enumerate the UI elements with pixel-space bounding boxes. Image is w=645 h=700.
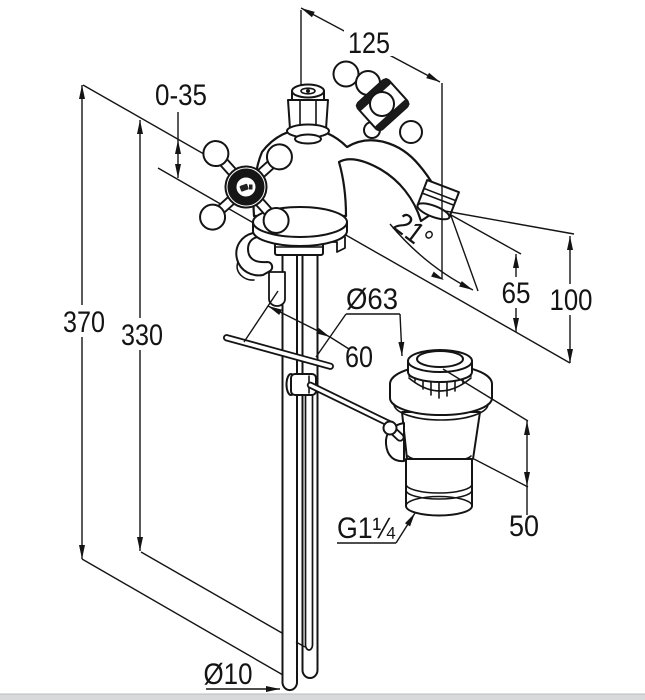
handle-cap-marking — [239, 183, 253, 192]
handle-ball — [199, 203, 227, 231]
dim-rod-length: 330 — [118, 120, 166, 551]
angle-arrowhead — [431, 271, 444, 280]
dim-waste-height-label: 50 — [509, 510, 539, 543]
dim-total-height: 100 — [444, 210, 596, 363]
dim-rod-length-label: 330 — [121, 319, 163, 352]
handle-ball — [202, 140, 230, 168]
page-edge-strip — [0, 693, 645, 700]
lever-ball — [382, 420, 398, 436]
dim-deck-thickness: 0-35 — [155, 79, 207, 178]
bottom-extension-lines — [81, 551, 284, 676]
dim-waste-diameter-label: Ø63 — [346, 283, 398, 316]
waste-neck — [401, 411, 481, 460]
handle-cap-face — [369, 91, 395, 117]
hot-handle — [199, 140, 293, 234]
dim-below-deck-offset-label: 60 — [345, 341, 373, 374]
dim-waste-diameter: Ø63 — [346, 283, 405, 357]
dim-spout-angle: 21° — [387, 207, 479, 292]
dim-overall-width-label: 125 — [348, 27, 390, 60]
cold-handle — [332, 60, 423, 144]
handle-ball — [262, 206, 290, 234]
dim-outlet-height: 65 — [450, 214, 534, 332]
waste-dome-cap — [407, 349, 473, 383]
rod-extension-tip — [295, 641, 306, 648]
dim-waste-thread: G1¼ — [337, 512, 416, 545]
pop-up-pull-rod — [304, 391, 314, 651]
dim-total-height-label: 100 — [550, 284, 593, 317]
left-pipe — [281, 235, 298, 692]
cap-dot — [306, 89, 310, 93]
waste-cup — [405, 458, 473, 517]
aerator-hex-piece — [286, 83, 330, 145]
dim-waste-thread-label: G1¼ — [337, 512, 396, 545]
dim-below-deck-offset: 60 — [243, 290, 373, 374]
dim-pipe-length: 370 — [60, 85, 108, 559]
dim-waste-height: 50 — [442, 368, 539, 543]
dim-outlet-height-label: 65 — [502, 277, 531, 310]
handle-ball — [265, 143, 293, 171]
handle-ball — [399, 120, 423, 144]
dim-pipe-diameter: Ø10 — [204, 658, 280, 692]
handle-ball — [332, 60, 360, 88]
dim-pipe-diameter-label: Ø10 — [204, 658, 253, 691]
dim-pipe-length-label: 370 — [63, 306, 105, 339]
supply-pipes — [281, 235, 319, 692]
lever-rod — [223, 334, 334, 370]
transfer-rod — [306, 381, 394, 428]
dim-overall-width: 125 — [300, 7, 443, 279]
pop-up-waste — [382, 349, 493, 517]
dim-deck-thickness-label: 0-35 — [155, 79, 207, 112]
